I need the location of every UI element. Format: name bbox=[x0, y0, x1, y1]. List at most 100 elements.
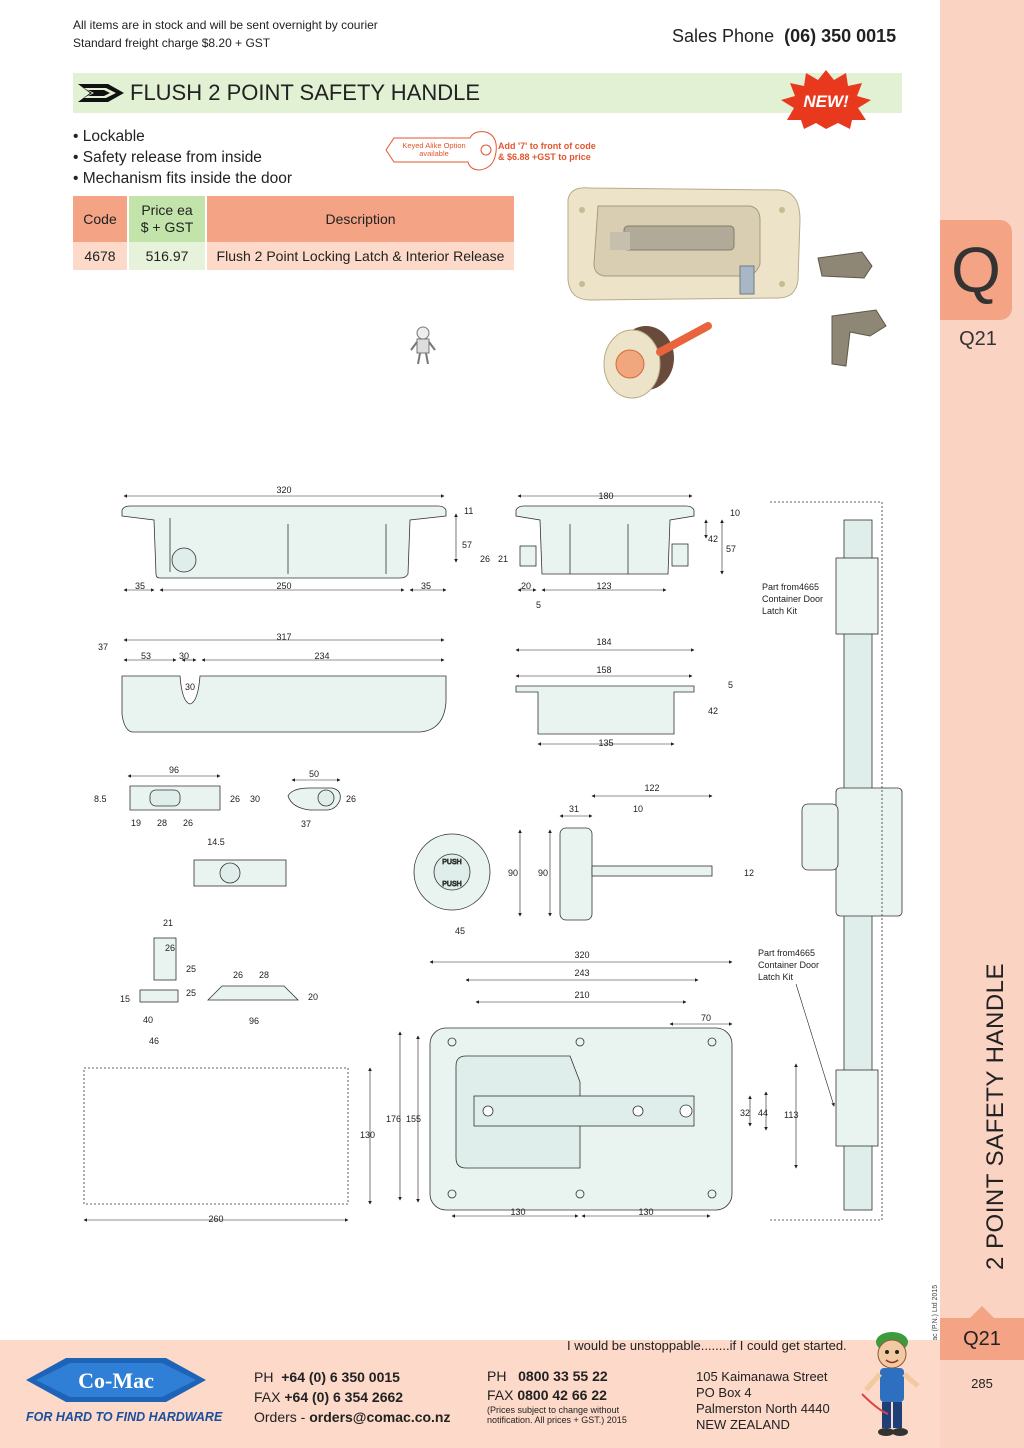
dim-30b: 30 bbox=[185, 682, 195, 692]
dim-57b: 57 bbox=[726, 544, 736, 554]
disclaimer-line-2: notification. All prices + GST.) 2015 bbox=[487, 1415, 627, 1425]
ph2-value[interactable]: 0800 33 55 22 bbox=[518, 1368, 608, 1384]
orders-email-link[interactable]: orders@comac.co.nz bbox=[309, 1409, 451, 1425]
disclaimer-line-1: (Prices subject to change without bbox=[487, 1405, 620, 1415]
mascot-small-icon bbox=[410, 326, 436, 365]
part-note-line-1: Part from4665 bbox=[762, 582, 819, 592]
dim-96a: 96 bbox=[169, 765, 179, 775]
notice-line-2: Standard freight charge $8.20 + GST bbox=[73, 36, 271, 50]
dim-5a: 5 bbox=[536, 600, 541, 610]
dim-35b: 35 bbox=[421, 581, 431, 591]
title-bar bbox=[73, 73, 902, 113]
dim-320-front: 320 bbox=[574, 950, 589, 960]
ph-value[interactable]: +64 (0) 6 350 0015 bbox=[281, 1369, 400, 1385]
technical-drawing: PUSH PUSH bbox=[83, 485, 903, 1224]
dim-42b: 42 bbox=[708, 706, 718, 716]
dim-26b: 26 bbox=[230, 794, 240, 804]
dim-158: 158 bbox=[596, 665, 611, 675]
dim-243: 243 bbox=[574, 968, 589, 978]
comac-logo[interactable]: Co-Mac bbox=[24, 1356, 208, 1408]
col-code: Code bbox=[73, 196, 129, 242]
part-note-bottom: Part from4665 Container Door Latch Kit bbox=[758, 948, 819, 982]
contact-block-1: PH +64 (0) 6 350 0015 FAX +64 (0) 6 354 … bbox=[254, 1367, 451, 1427]
dim-320-top: 320 bbox=[276, 485, 291, 495]
fax2-value[interactable]: 0800 42 66 22 bbox=[517, 1387, 607, 1403]
keyed-note-line-2: & $6.88 +GST to price bbox=[498, 152, 591, 162]
feature-item: • Safety release from inside bbox=[73, 149, 262, 166]
col-price-line-2: $ + GST bbox=[140, 219, 194, 235]
dim-130-right: 130 bbox=[638, 1207, 653, 1217]
dim-14-5: 14.5 bbox=[207, 837, 225, 847]
keyed-note-line-1: Add '7' to front of code bbox=[498, 141, 596, 151]
part-note-line-2: Container Door bbox=[762, 594, 823, 604]
part-note-line-1: Part from4665 bbox=[758, 948, 815, 958]
dim-250: 250 bbox=[276, 581, 291, 591]
dim-122: 122 bbox=[644, 783, 659, 793]
price-disclaimer: (Prices subject to change without notifi… bbox=[487, 1405, 627, 1425]
dim-37b: 37 bbox=[301, 819, 311, 829]
arrow-icon bbox=[78, 84, 124, 102]
dim-50: 50 bbox=[309, 769, 319, 779]
dim-53: 53 bbox=[141, 651, 151, 661]
dim-30c: 30 bbox=[250, 794, 260, 804]
sales-phone: Sales Phone (06) 350 0015 bbox=[672, 26, 896, 47]
section-letter-tab[interactable]: Q bbox=[940, 220, 1012, 320]
dim-32: 32 bbox=[740, 1108, 750, 1118]
ph-label: PH bbox=[254, 1369, 274, 1385]
ph2-label: PH bbox=[487, 1368, 507, 1384]
sales-number[interactable]: (06) 350 0015 bbox=[784, 26, 897, 46]
dim-21b: 21 bbox=[163, 918, 173, 928]
dim-25b: 25 bbox=[186, 988, 196, 998]
push-label-top: PUSH bbox=[442, 859, 461, 866]
dim-180: 180 bbox=[598, 491, 613, 501]
dim-20b: 20 bbox=[308, 992, 318, 1002]
footer-tagline: I would be unstoppable........if I could… bbox=[567, 1338, 847, 1353]
footer-slogan: FOR HARD TO FIND HARDWARE bbox=[26, 1410, 223, 1424]
col-description: Description bbox=[206, 196, 516, 242]
new-badge-text: NEW! bbox=[803, 92, 849, 111]
feature-list: • Lockable • Safety release from inside … bbox=[73, 126, 292, 189]
page-number: 285 bbox=[971, 1376, 993, 1391]
dim-10b: 10 bbox=[633, 804, 643, 814]
logo-text: Co-Mac bbox=[78, 1368, 154, 1393]
col-price: Price ea $ + GST bbox=[128, 196, 207, 242]
product-photo bbox=[567, 187, 887, 399]
dim-20a: 20 bbox=[521, 581, 531, 591]
cell-code: 4678 bbox=[73, 242, 129, 270]
part-note-top: Part from4665 Container Door Latch Kit bbox=[762, 582, 823, 616]
key-tag-line-1: Keyed Alike Option bbox=[402, 141, 465, 150]
dim-40: 40 bbox=[143, 1015, 153, 1025]
part-note-line-3: Latch Kit bbox=[758, 972, 794, 982]
dim-26c: 26 bbox=[183, 818, 193, 828]
dim-21a: 21 bbox=[498, 554, 508, 564]
product-table: Code Price ea $ + GST Description 4678 5… bbox=[73, 196, 516, 270]
page-title: FLUSH 2 POINT SAFETY HANDLE bbox=[130, 80, 481, 105]
address-line-1: 105 Kaimanawa Street bbox=[696, 1369, 828, 1384]
address-line-4: NEW ZEALAND bbox=[696, 1417, 790, 1432]
table-row[interactable]: 4678 516.97 Flush 2 Point Locking Latch … bbox=[73, 242, 516, 270]
handle-photo bbox=[567, 187, 801, 301]
part-note-line-3: Latch Kit bbox=[762, 606, 798, 616]
sales-label: Sales Phone bbox=[672, 26, 775, 46]
notice-line-1: All items are in stock and will be sent … bbox=[73, 18, 378, 32]
dim-25a: 25 bbox=[186, 964, 196, 974]
dim-123: 123 bbox=[596, 581, 611, 591]
dim-12: 12 bbox=[744, 868, 754, 878]
dim-28a: 28 bbox=[157, 818, 167, 828]
section-code-top: Q21 bbox=[959, 328, 997, 350]
feature-item: • Mechanism fits inside the door bbox=[73, 170, 293, 187]
dim-90a: 90 bbox=[508, 868, 518, 878]
feature-item: • Lockable bbox=[73, 128, 145, 145]
dim-184: 184 bbox=[596, 637, 611, 647]
fax-value[interactable]: +64 (0) 6 354 2662 bbox=[284, 1389, 404, 1405]
stock-notice: All items are in stock and will be sent … bbox=[73, 16, 378, 52]
release-knob-photo bbox=[603, 322, 712, 399]
dim-26d: 26 bbox=[346, 794, 356, 804]
dim-26e: 26 bbox=[165, 943, 175, 953]
cell-description: Flush 2 Point Locking Latch & Interior R… bbox=[206, 242, 516, 270]
push-label-bottom: PUSH bbox=[442, 881, 461, 888]
dim-35a: 35 bbox=[135, 581, 145, 591]
dim-113: 113 bbox=[784, 1110, 798, 1120]
contact-block-2: PH 0800 33 55 22 FAX 0800 42 66 22 (Pric… bbox=[487, 1367, 627, 1425]
dim-15: 15 bbox=[120, 994, 130, 1004]
